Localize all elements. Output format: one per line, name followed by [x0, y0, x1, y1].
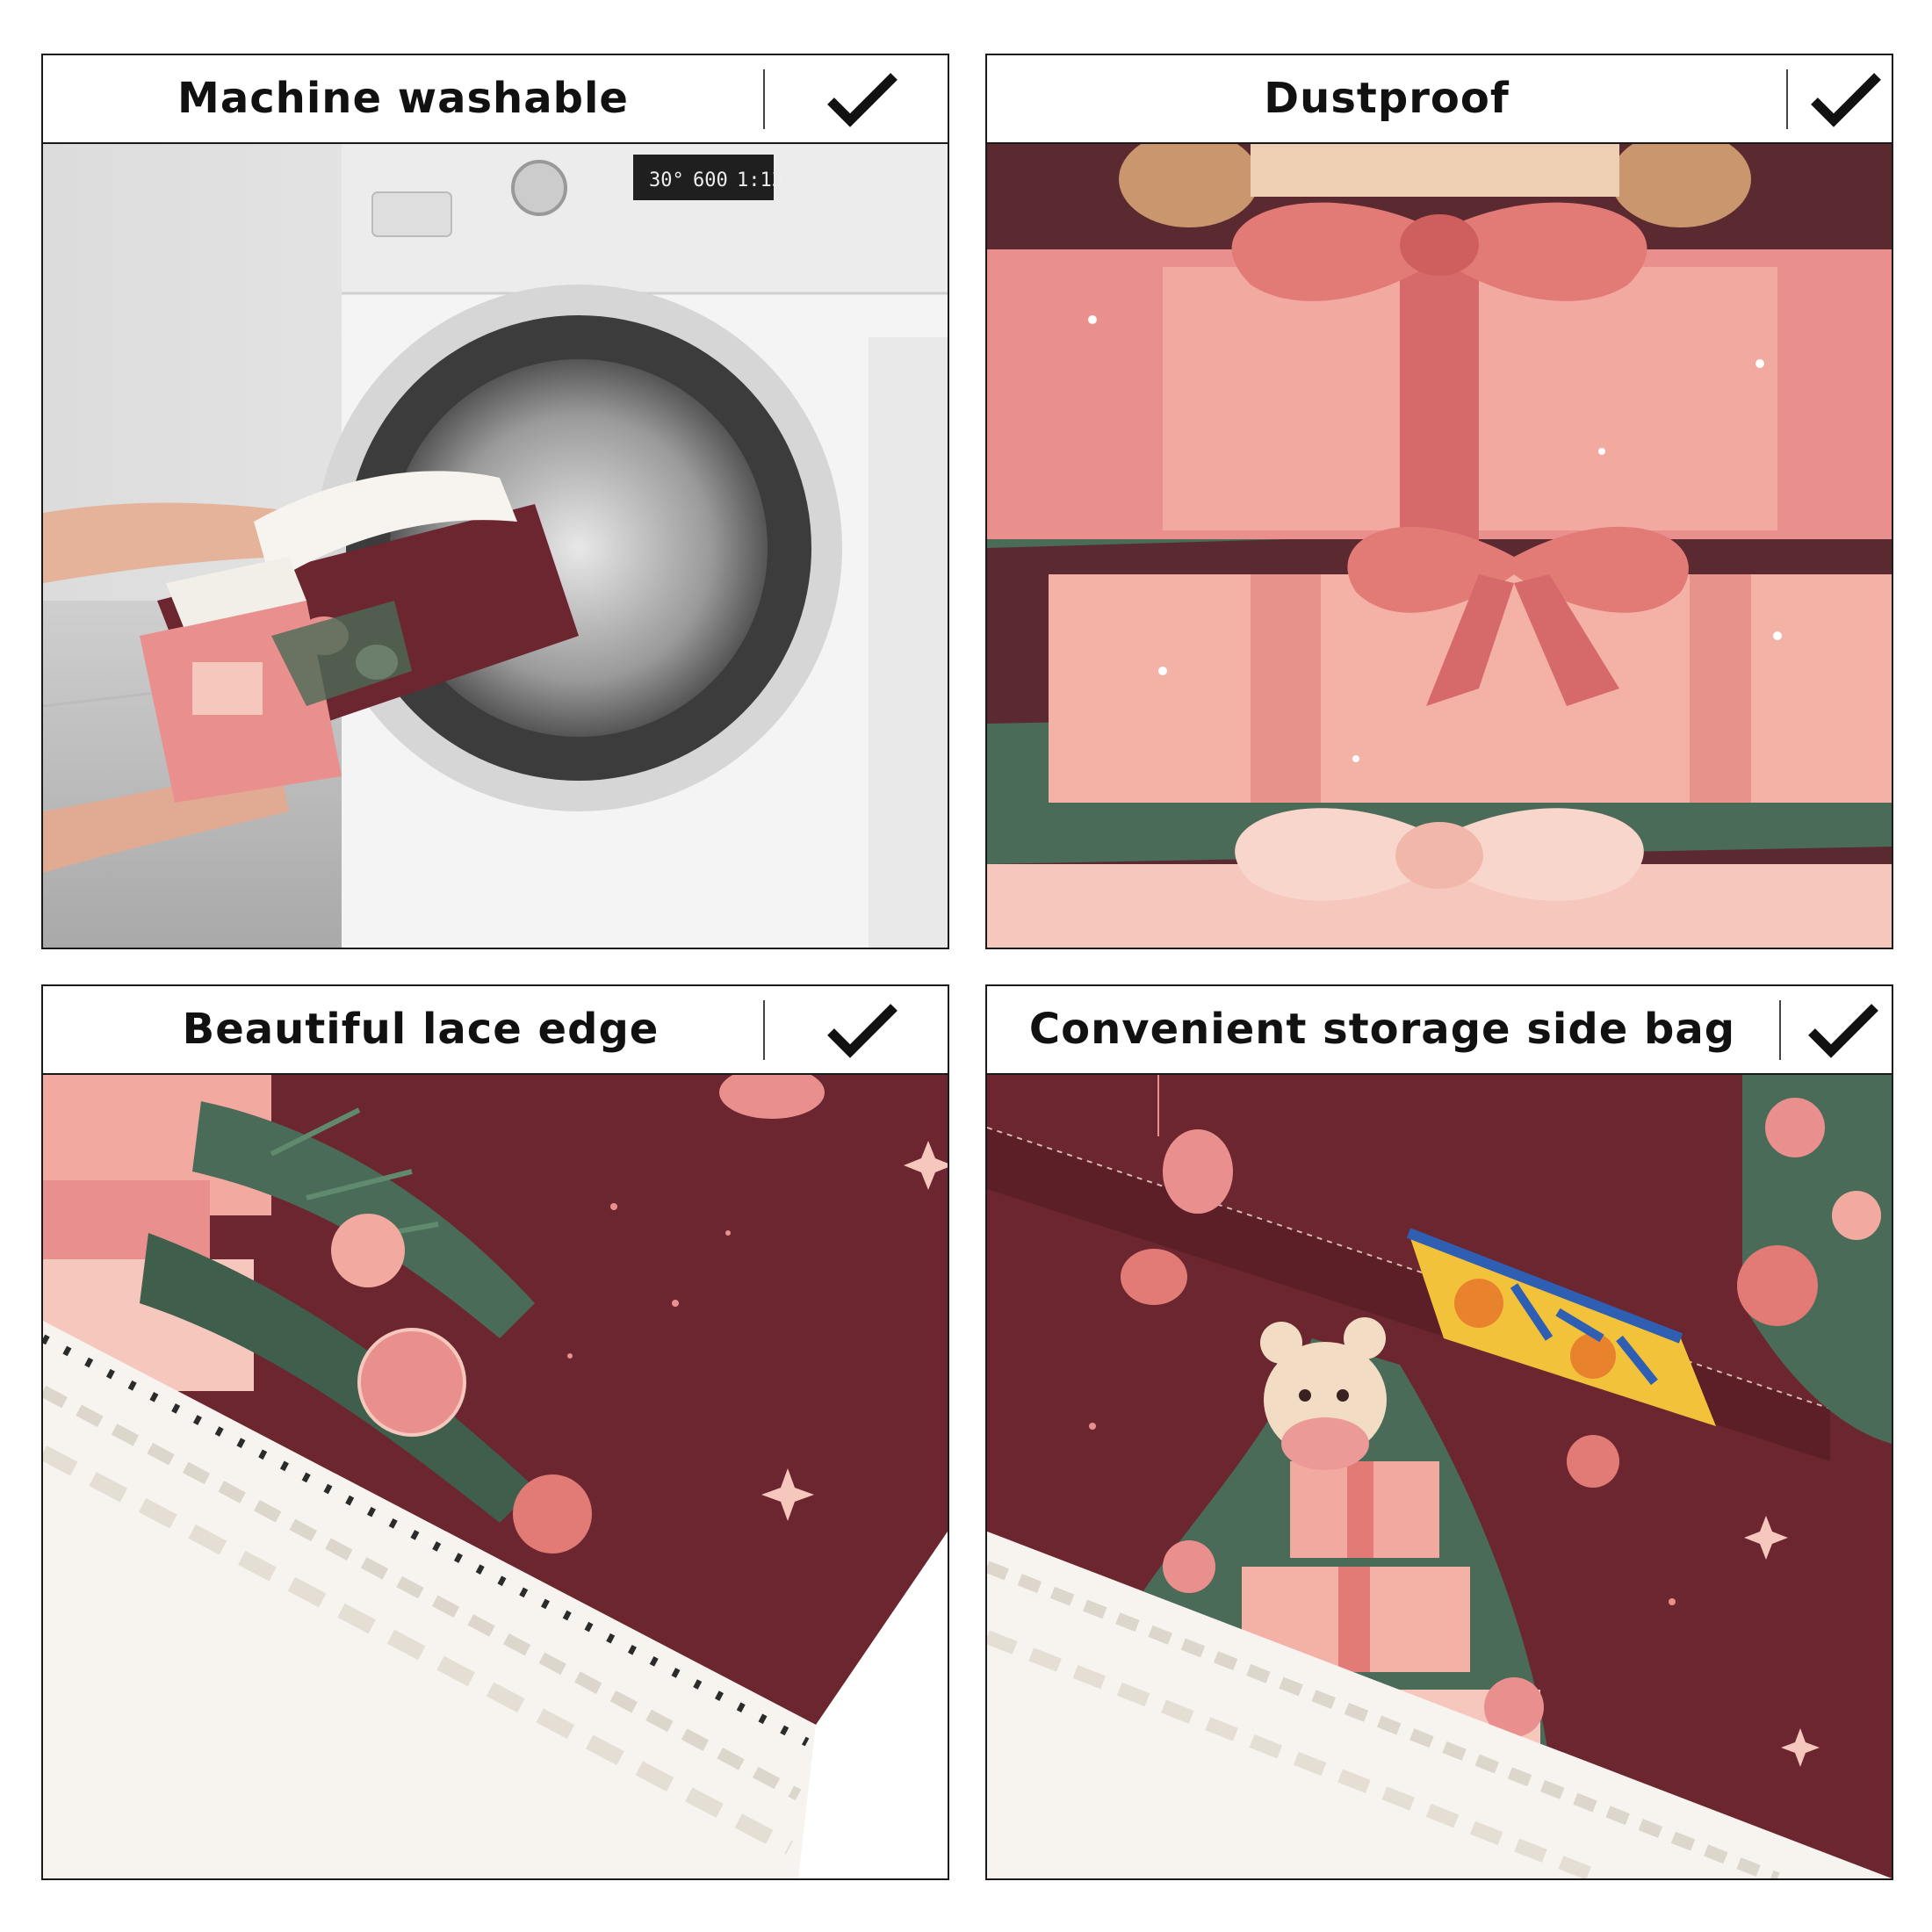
checkmark-icon — [1811, 73, 1881, 127]
checkmark-icon — [827, 1004, 898, 1058]
header-divider — [763, 1000, 765, 1060]
header-divider — [763, 69, 765, 129]
panel-machine-washable: Machine washable — [41, 54, 949, 949]
panel-title: Machine washable — [177, 74, 629, 123]
panel-title: Beautiful lace edge — [182, 1005, 660, 1054]
washer-display-time: 1:13 — [737, 169, 783, 191]
lace-edge-photo — [43, 1075, 948, 1878]
side-pocket-photo — [987, 1075, 1892, 1878]
header-divider — [1779, 1000, 1781, 1060]
panel-header: Machine washable — [43, 55, 948, 144]
panel-header: Convenient storage side bag — [987, 986, 1892, 1075]
panel-title: Dustproof — [1264, 74, 1510, 123]
panel-storage-side-bag: Convenient storage side bag — [985, 984, 1893, 1880]
washer-display-temp: 30° — [649, 169, 684, 191]
washer-display-spin: 600 — [693, 169, 728, 191]
fabric-closeup-photo — [987, 144, 1892, 948]
washing-machine-photo: 30° 600 1:13 — [43, 144, 948, 948]
checkmark-icon — [827, 73, 898, 127]
checkmark-icon — [1808, 1004, 1878, 1058]
panel-title: Convenient storage side bag — [1028, 1005, 1736, 1054]
panel-header: Beautiful lace edge — [43, 986, 948, 1075]
panel-header: Dustproof — [987, 55, 1892, 144]
header-divider — [1786, 69, 1788, 129]
panel-dustproof: Dustproof — [985, 54, 1893, 949]
panel-lace-edge: Beautiful lace edge — [41, 984, 949, 1880]
